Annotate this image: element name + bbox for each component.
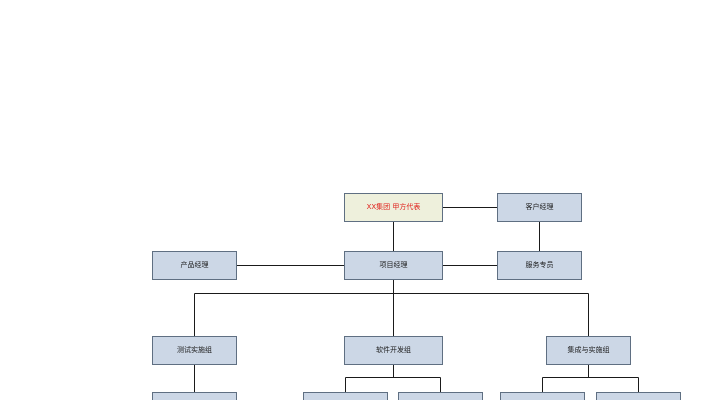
node-software-group-label: 软件开发组	[376, 346, 411, 354]
node-project-manager-label: 项目经理	[379, 261, 408, 269]
node-integration-group-label: 集成与实施组	[567, 346, 610, 354]
node-product-manager-label: 产品经理	[180, 261, 209, 269]
node-service-specialist-label: 服务专员	[525, 261, 554, 269]
node-client-representative[interactable]: XX集团 甲方代表	[344, 193, 443, 222]
node-integration-group-child-2[interactable]	[596, 392, 681, 400]
node-customer-manager-label: 客户经理	[525, 203, 554, 211]
node-software-group[interactable]: 软件开发组	[344, 336, 443, 365]
node-client-representative-label: XX集团 甲方代表	[366, 203, 421, 211]
node-product-manager[interactable]: 产品经理	[152, 251, 237, 280]
node-test-group-label: 测试实施组	[177, 346, 212, 354]
node-software-group-child-2[interactable]	[398, 392, 483, 400]
node-test-group-child[interactable]	[152, 392, 237, 400]
node-integration-group-child-1[interactable]	[500, 392, 585, 400]
node-project-manager[interactable]: 项目经理	[344, 251, 443, 280]
node-customer-manager[interactable]: 客户经理	[497, 193, 582, 222]
node-test-group[interactable]: 测试实施组	[152, 336, 237, 365]
node-service-specialist[interactable]: 服务专员	[497, 251, 582, 280]
node-software-group-child-1[interactable]	[303, 392, 388, 400]
node-integration-group[interactable]: 集成与实施组	[546, 336, 631, 365]
